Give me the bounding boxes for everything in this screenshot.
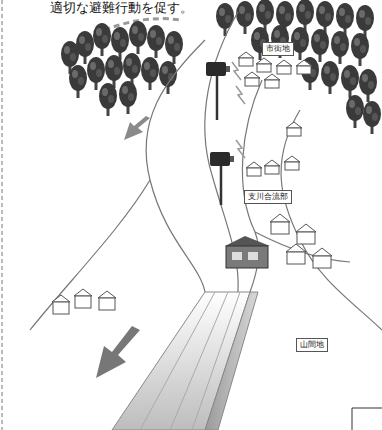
right-forest [216,0,381,134]
frame-dash [2,0,3,430]
caption-note: 適切な避難行動を促す。 [50,0,193,15]
partial-box [352,408,382,430]
flow-arrow-small [124,116,150,140]
place-name: 支川合流部 [248,192,288,202]
place-label-box: 市街地 [262,42,294,56]
sensor-upper [206,62,245,120]
place-label-box: 山間地 [296,338,328,352]
sensor-lower [210,140,245,205]
left-forest [61,21,183,116]
flow-arrow-large [96,326,140,378]
place-name: 市街地 [266,44,290,54]
river-banks [30,12,382,330]
place-label-box: 支川合流部 [244,190,292,204]
houses [52,52,332,314]
station-building [225,236,270,268]
place-name: 山間地 [300,340,324,350]
band-lines [140,292,240,430]
lower-river-side [205,292,258,430]
